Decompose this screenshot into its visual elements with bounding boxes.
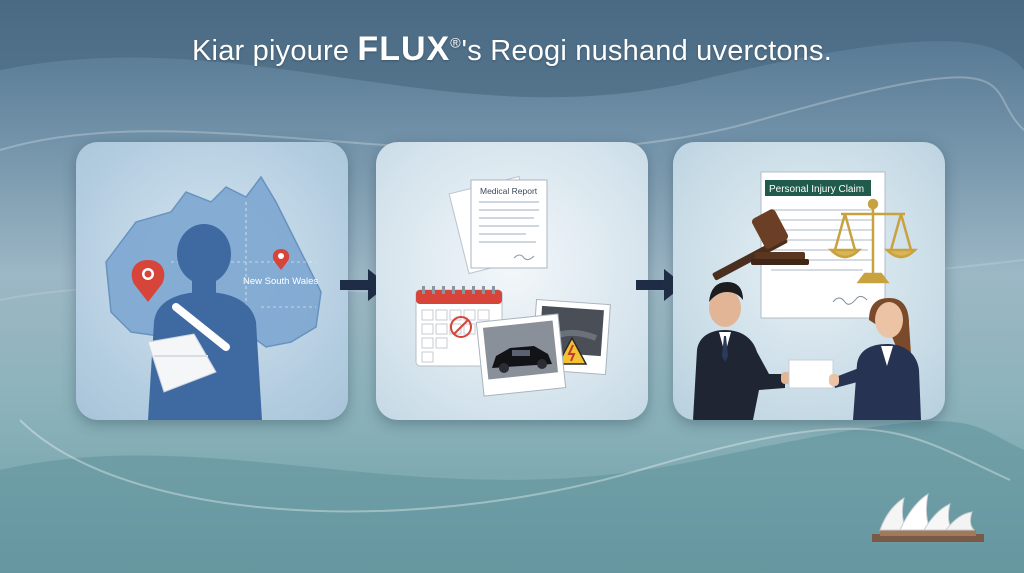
title-brand-mark: ® xyxy=(450,34,462,51)
title-prefix: Kiar piyoure xyxy=(192,35,358,67)
page-title: Kiar piyoure FLUX®'s Reogi nushand uverc… xyxy=(0,30,1024,69)
title-end: s. xyxy=(809,35,832,67)
photo-evidence-car xyxy=(475,313,567,397)
map-pin-icon xyxy=(272,249,290,270)
lawyer-man xyxy=(693,282,791,420)
map-label-region: New South Wales xyxy=(243,276,318,287)
claim-envelope xyxy=(788,359,834,389)
gavel-icon xyxy=(712,209,809,281)
title-suffix: 's Reogi nushand uvercton xyxy=(461,35,810,67)
panel-3-illustration: Personal Injury Claim xyxy=(693,171,921,420)
arrow-right-icon xyxy=(636,269,684,301)
medical-report-document: Medical Report xyxy=(448,175,548,275)
panel-claim-handover: Personal Injury Claim xyxy=(673,142,945,420)
warning-icon xyxy=(556,336,588,365)
map-pin-icon xyxy=(131,260,165,302)
panel-evidence: Medical Report xyxy=(376,142,648,420)
panel-1-illustration: New South Wales xyxy=(105,175,322,420)
panel-2-illustration: Medical Report xyxy=(415,175,611,397)
title-brand: FLUX® xyxy=(357,30,461,68)
lawyer-woman xyxy=(829,298,921,420)
injured-person xyxy=(147,224,262,420)
claim-document-title: Personal Injury Claim xyxy=(769,184,864,195)
opera-house-landmark-icon xyxy=(872,492,984,542)
medical-report-title: Medical Report xyxy=(480,186,538,196)
title-brand-name: FLUX xyxy=(357,30,451,68)
scales-of-justice-icon xyxy=(827,198,919,284)
panel-location-injury: New South Wales xyxy=(76,142,348,420)
